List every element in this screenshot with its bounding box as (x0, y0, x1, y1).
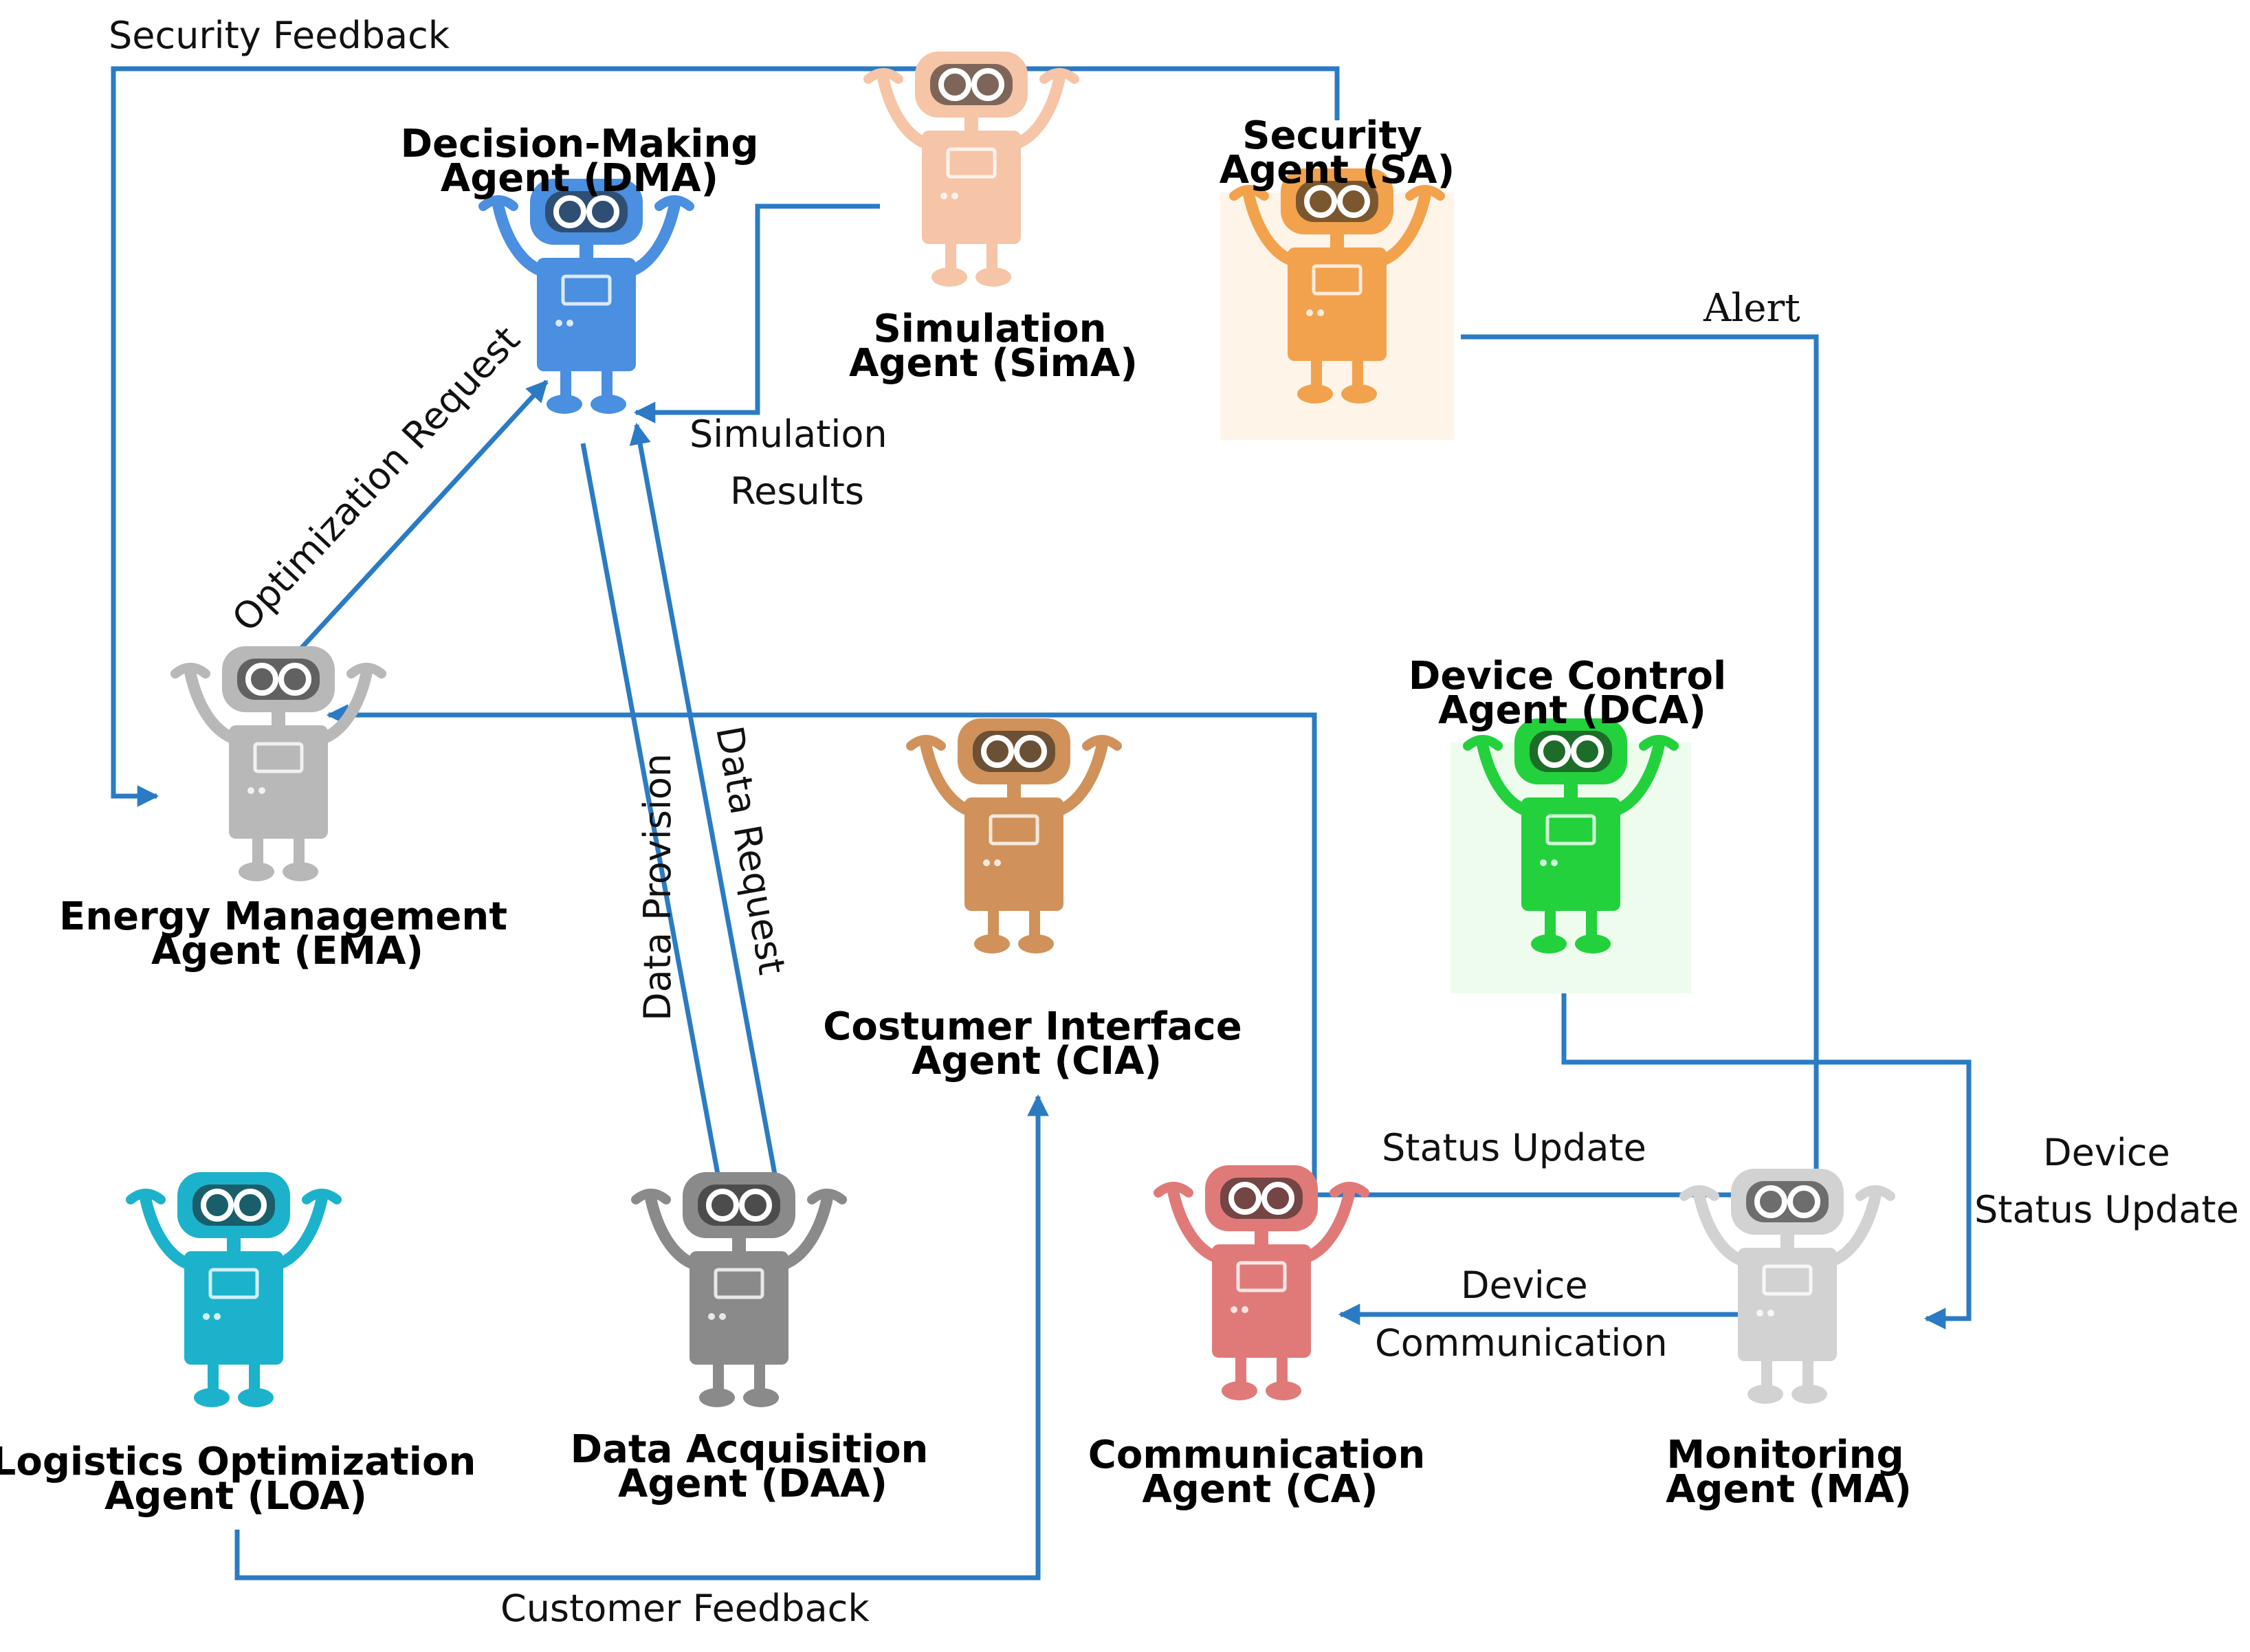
security-feedback-connector (111, 66, 1340, 807)
device-communication-label-line2: Communication (1375, 1321, 1668, 1365)
data-request-label: Data Request (707, 723, 794, 978)
alert-connector (1461, 334, 1827, 1192)
loa-name-line2: Agent (LOA) (104, 1474, 367, 1519)
daa-name-line2: Agent (DAA) (618, 1462, 887, 1506)
status-update-label: Status Update (1382, 1126, 1646, 1169)
sima-robot-icon (868, 52, 1074, 287)
sa-name-line2: Agent (SA) (1220, 148, 1455, 192)
alert-label: Alert (1703, 286, 1800, 331)
dma-name-line1: Decision-Making (401, 122, 759, 166)
ma-name-line2: Agent (MA) (1666, 1467, 1912, 1512)
cia-robot-icon (911, 718, 1117, 954)
dca-name-line2: Agent (DCA) (1438, 688, 1706, 733)
ma-robot-icon (1684, 1169, 1890, 1404)
data-provision-connector (580, 443, 729, 1199)
cia-name-line2: Agent (CIA) (912, 1039, 1162, 1083)
status-update-connector (326, 704, 1787, 1198)
dca-name-line1: Device Control (1409, 654, 1726, 698)
device-communication-label-line1: Device (1461, 1264, 1588, 1307)
dma-robot-icon (483, 179, 690, 414)
simulation-results-connector (633, 203, 880, 423)
device-status-update-connector (1561, 942, 1972, 1330)
simulation-results-label-line1: Simulation (690, 412, 887, 456)
dma-name-line2: Agent (DMA) (441, 156, 718, 201)
ca-name-line1: Communication (1088, 1433, 1426, 1477)
sima-name-line1: Simulation (873, 307, 1106, 351)
ema-name-line1: Energy Management (59, 894, 507, 939)
customer-feedback-label: Customer Feedback (500, 1587, 870, 1630)
cia-name-line1: Costumer Interface (823, 1004, 1242, 1049)
data-request-connector (629, 422, 782, 1197)
sima-name-line2: Agent (SimA) (849, 341, 1138, 386)
simulation-results-label-line2: Results (730, 470, 864, 513)
ema-robot-icon (175, 646, 382, 881)
sa-name-line1: Security (1242, 113, 1422, 158)
customer-feedback-connector (234, 1094, 1049, 1581)
loa-robot-icon (131, 1172, 337, 1407)
ema-name-line2: Agent (EMA) (151, 929, 423, 973)
data-provision-label: Data Provision (636, 753, 679, 1021)
optimization-request-label: Optimization Request (223, 318, 528, 640)
daa-name-line1: Data Acquisition (571, 1427, 929, 1472)
ca-robot-icon (1158, 1165, 1365, 1400)
optimization-request-connector (283, 379, 549, 668)
device-status-update-label-line2: Status Update (1974, 1188, 2239, 1231)
ma-name-line1: Monitoring (1666, 1433, 1904, 1477)
loa-name-line1: Logistics Optimization (0, 1440, 476, 1484)
daa-robot-icon (636, 1172, 842, 1407)
security-feedback-label: Security Feedback (109, 14, 450, 57)
device-status-update-label-line1: Device (2043, 1131, 2170, 1174)
ca-name-line2: Agent (CA) (1142, 1467, 1378, 1512)
